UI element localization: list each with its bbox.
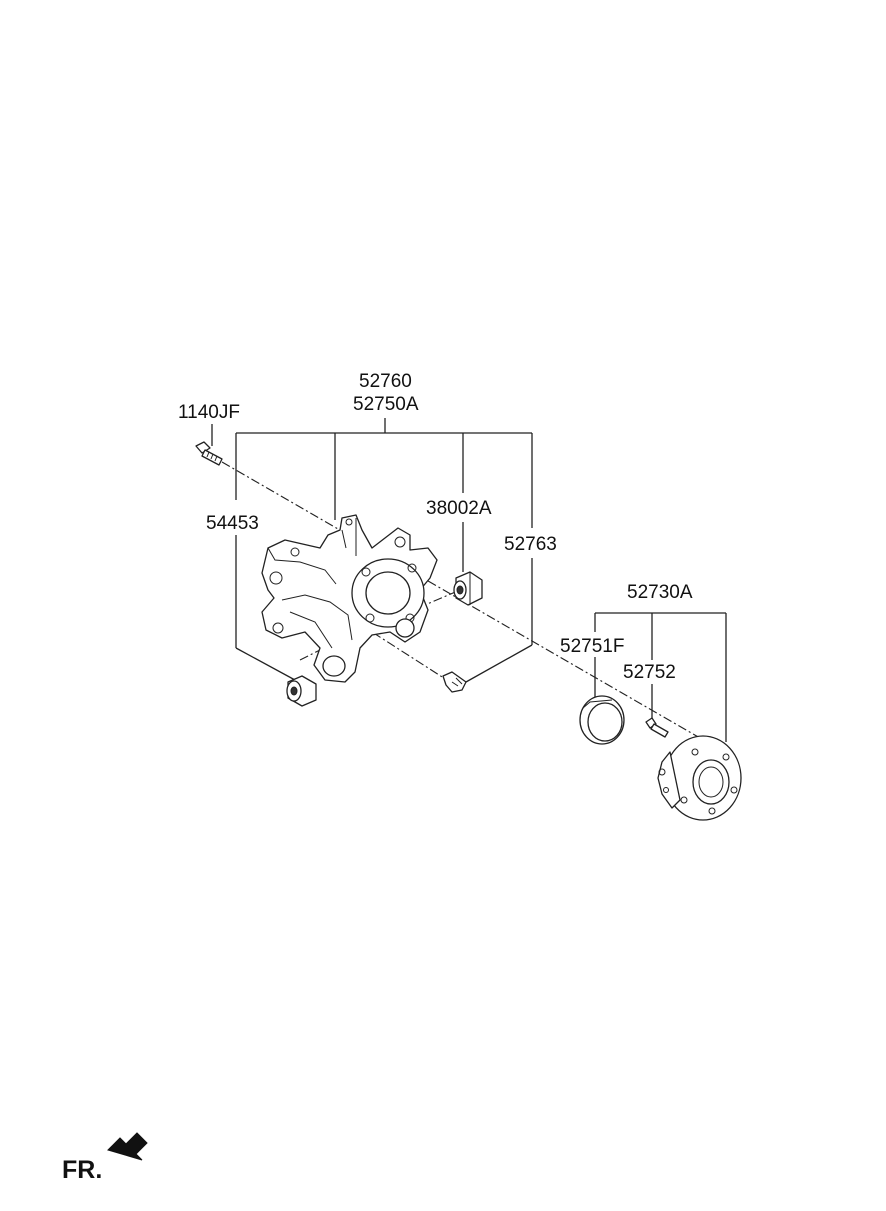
- label-52760: 52760: [359, 371, 412, 392]
- label-52752: 52752: [623, 662, 676, 683]
- sensor-ring-52751f: [579, 695, 625, 745]
- hub-bearing-52730a: [657, 735, 742, 821]
- label-38002a: 38002A: [426, 498, 492, 519]
- part-labels: 52760 52750A 1140JF 54453 38002A 52763 5…: [178, 371, 693, 683]
- label-52763: 52763: [504, 534, 557, 555]
- bolt-1140jf: [195, 441, 223, 466]
- label-52730a: 52730A: [627, 582, 693, 603]
- label-52750a: 52750A: [353, 394, 419, 415]
- label-1140jf: 1140JF: [178, 402, 240, 423]
- label-52751f: 52751F: [560, 636, 624, 657]
- front-arrow-icon: [107, 1132, 148, 1161]
- leader-lines: [211, 418, 727, 742]
- label-54453: 54453: [206, 513, 259, 534]
- hub-bolt-52752: [645, 717, 669, 738]
- bush-54453: [286, 675, 317, 707]
- front-label: FR.: [62, 1156, 102, 1184]
- front-direction-indicator: FR.: [62, 1132, 148, 1184]
- knuckle: [261, 514, 438, 683]
- bolt-52763: [442, 671, 467, 693]
- bush-38002a: [453, 571, 483, 606]
